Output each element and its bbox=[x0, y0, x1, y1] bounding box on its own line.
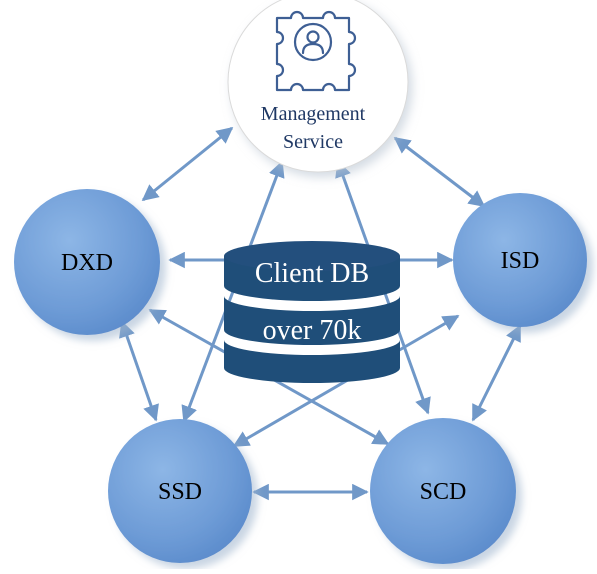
scd-label: SCD bbox=[420, 479, 467, 505]
isd-label: ISD bbox=[501, 248, 540, 274]
isd-node[interactable]: ISD bbox=[453, 193, 587, 327]
management-service-node[interactable]: Management Service bbox=[227, 0, 409, 173]
scd-node[interactable]: SCD bbox=[370, 418, 516, 564]
arrow-isd-scd bbox=[471, 324, 522, 422]
arrow-management-dxd bbox=[141, 126, 234, 202]
ssd-node[interactable]: SSD bbox=[108, 419, 252, 563]
client-db-title: Client DB bbox=[255, 258, 369, 289]
management-service-label-line1: Management bbox=[261, 103, 366, 125]
puzzle-person-icon bbox=[275, 10, 357, 92]
management-service-label-line2: Service bbox=[283, 131, 343, 153]
database-icon bbox=[224, 241, 400, 383]
client-db-subtitle: over 70k bbox=[263, 315, 362, 346]
ssd-label: SSD bbox=[158, 479, 202, 505]
arrow-management-isd bbox=[393, 136, 486, 208]
client-db[interactable]: Client DB over 70k bbox=[224, 241, 400, 383]
dxd-node[interactable]: DXD bbox=[14, 189, 160, 335]
dxd-label: DXD bbox=[61, 250, 113, 276]
arrow-dxd-ssd bbox=[119, 320, 159, 422]
